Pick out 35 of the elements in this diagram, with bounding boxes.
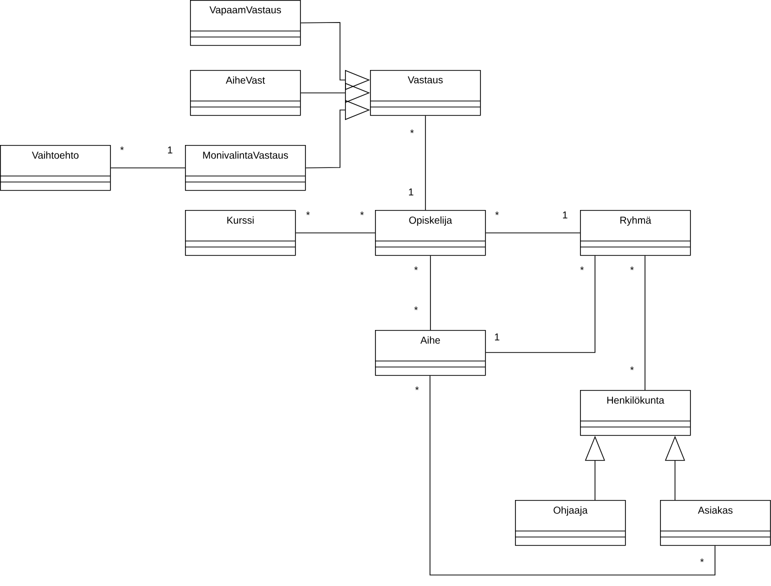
multiplicity-label: * (630, 266, 634, 270)
multiplicity-label: * (414, 306, 418, 310)
association-line (430, 255, 431, 330)
association-line (430, 375, 716, 576)
class-box: Vaihtoehto (0, 145, 111, 191)
multiplicity-label: * (415, 386, 419, 390)
class-box: Henkilökunta (580, 390, 691, 436)
multiplicity-label: * (120, 146, 124, 150)
multiplicity-label: 1 (495, 334, 500, 340)
class-box: Asiakas (660, 500, 771, 546)
multiplicity-label: * (410, 130, 414, 134)
class-box: Ohjaaja (514, 500, 626, 546)
multiplicity-label: 1 (563, 212, 568, 218)
multiplicity-label: * (306, 212, 310, 216)
multiplicity-label: * (630, 366, 634, 370)
class-box: AiheVast (190, 70, 301, 116)
class-box: Vastaus (370, 70, 481, 116)
multiplicity-label: * (495, 212, 499, 216)
multiplicity-label: 1 (409, 188, 414, 196)
association-line (485, 232, 580, 234)
class-box: Ryhmä (580, 210, 691, 256)
class-box: Opiskelija (374, 210, 486, 256)
multiplicity-label: * (414, 266, 418, 270)
class-box: Kurssi (184, 210, 296, 256)
multiplicity-label: * (700, 558, 704, 562)
class-box: VapaamVastaus (190, 0, 301, 46)
multiplicity-label: * (360, 212, 364, 216)
multiplicity-label: * (580, 266, 584, 270)
association-line (485, 255, 596, 353)
association-line (644, 255, 646, 390)
class-box: MonivalintaVastaus (184, 145, 306, 191)
association-line (295, 232, 376, 234)
multiplicity-label: 1 (168, 146, 172, 154)
class-box: Aihe (374, 330, 486, 376)
association-line (425, 115, 426, 210)
